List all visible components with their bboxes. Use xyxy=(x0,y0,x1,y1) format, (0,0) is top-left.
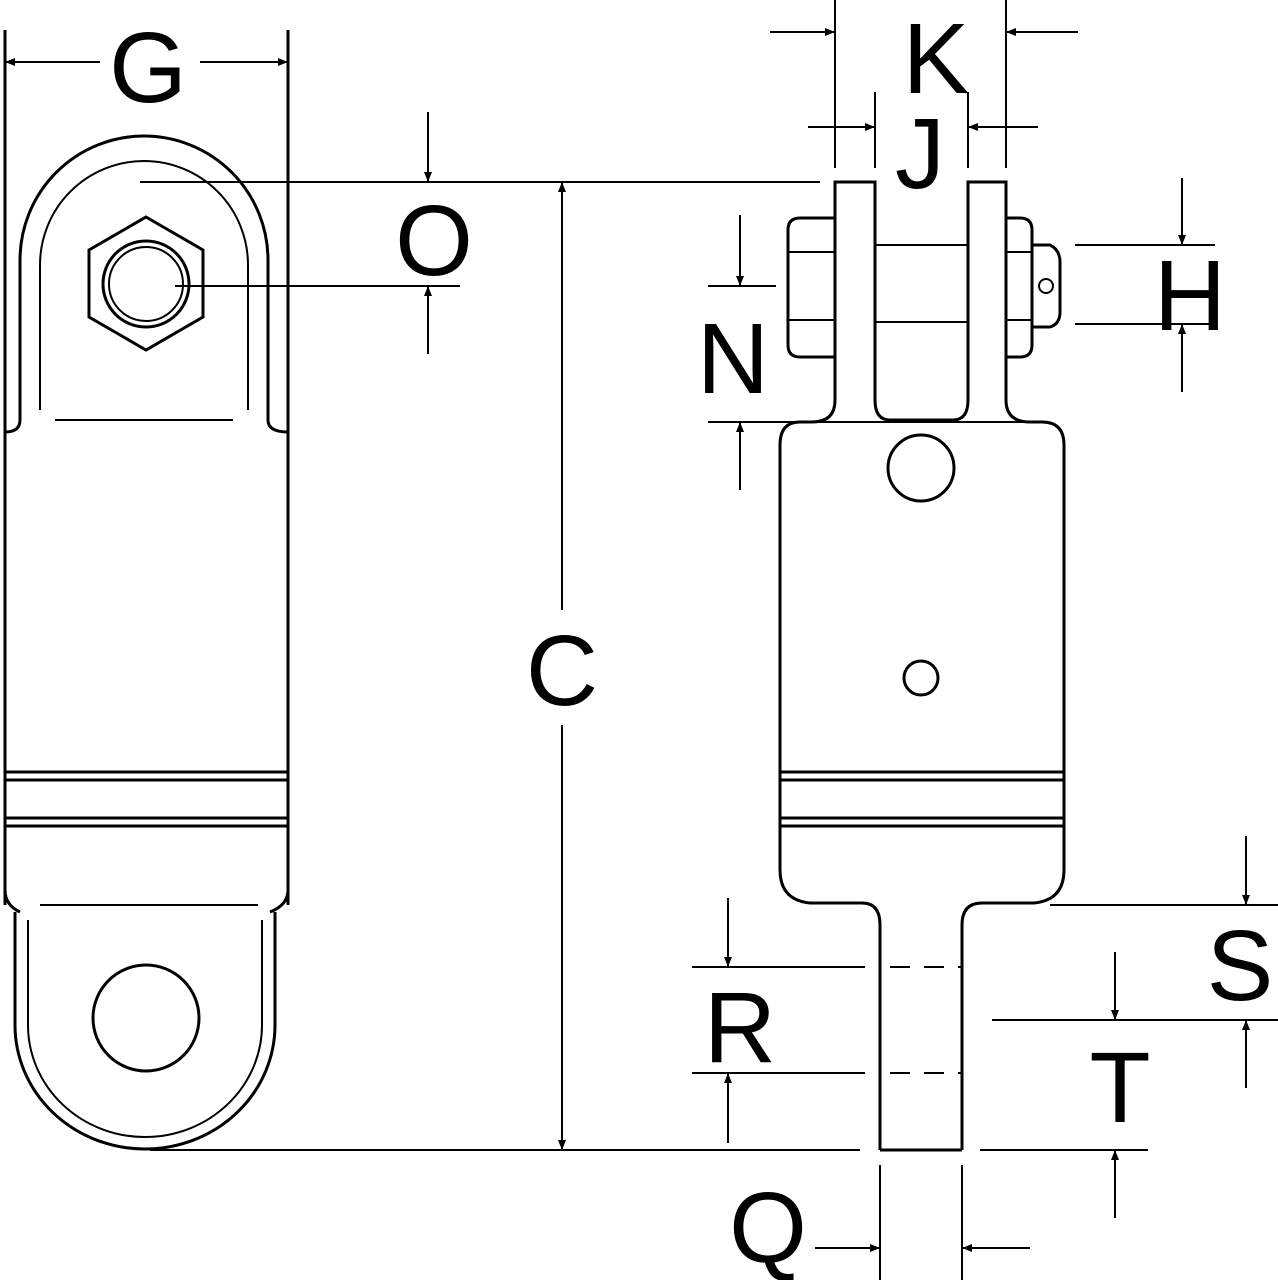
label-k: K xyxy=(903,3,970,115)
side-view xyxy=(778,180,1066,1152)
label-o: O xyxy=(395,185,473,297)
label-h: H xyxy=(1154,240,1226,352)
label-n: N xyxy=(697,303,769,415)
dimension-lines xyxy=(5,0,1278,1280)
label-r: R xyxy=(704,972,776,1084)
label-j: J xyxy=(895,98,945,210)
front-view xyxy=(3,30,290,1151)
label-s: S xyxy=(1207,910,1274,1022)
label-c: C xyxy=(526,615,598,727)
label-t: T xyxy=(1089,1032,1150,1144)
label-g: G xyxy=(109,12,187,124)
dimension-labels: G O C K J N H R S T Q xyxy=(109,3,1273,1280)
label-q: Q xyxy=(729,1172,807,1280)
